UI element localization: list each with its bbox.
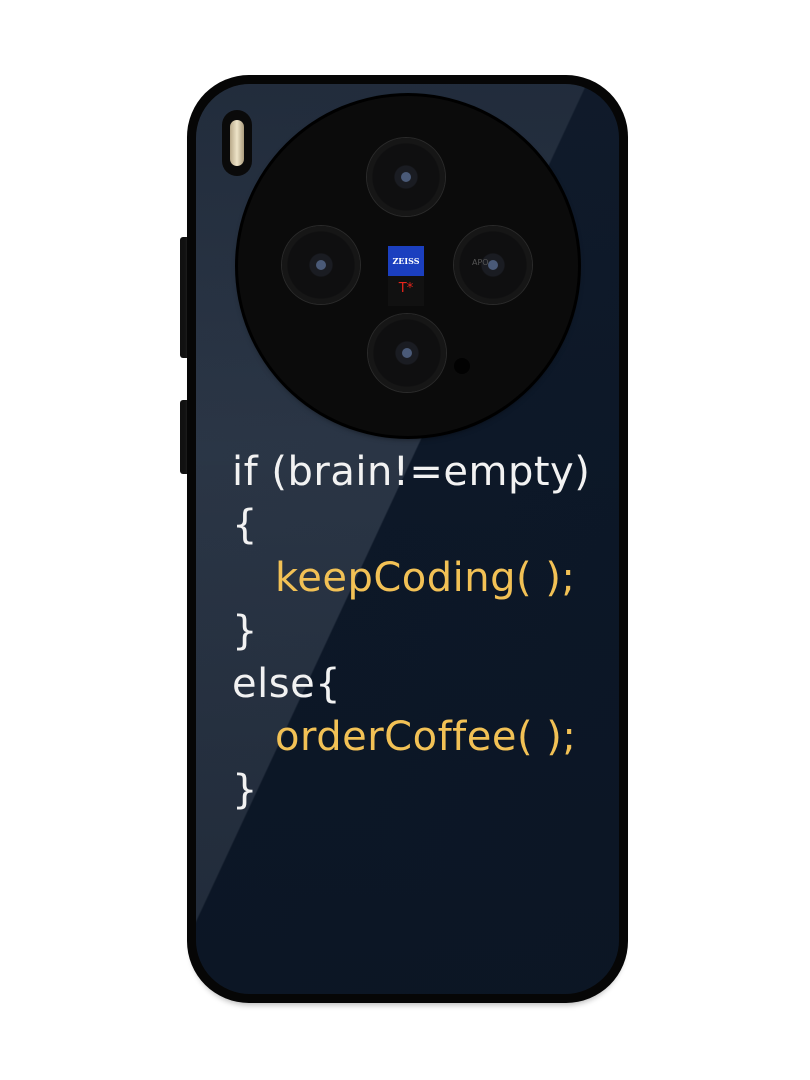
camera-lens-top-icon (367, 138, 445, 216)
zeiss-logo: ZEISS T* (388, 246, 424, 306)
side-button-upper (180, 237, 190, 358)
apo-label: APO (472, 258, 489, 267)
side-button-lower (180, 400, 190, 474)
code-line-open-brace: { (232, 502, 258, 548)
code-line-else: else{ (232, 661, 342, 707)
t-star-badge: T* (398, 281, 414, 296)
camera-lens-right-icon: APO (454, 226, 532, 304)
zeiss-brand: ZEISS (388, 246, 424, 276)
microphone-hole-icon (454, 358, 470, 374)
code-line-close-brace: } (232, 608, 258, 654)
code-line-order-coffee: orderCoffee( ); (275, 714, 577, 760)
code-line-keep-coding: keepCoding( ); (275, 555, 576, 601)
camera-module: APO ZEISS T* (238, 96, 578, 436)
flash-icon (222, 110, 252, 176)
code-line-final-brace: } (232, 767, 258, 813)
code-line-if: if (brain!=empty) (232, 449, 591, 495)
camera-lens-left-icon (282, 226, 360, 304)
code-text: if (brain!=empty) { keepCoding( ); } els… (232, 446, 590, 817)
camera-lens-bottom-icon (368, 314, 446, 392)
phone-case: if (brain!=empty) { keepCoding( ); } els… (187, 75, 628, 1003)
